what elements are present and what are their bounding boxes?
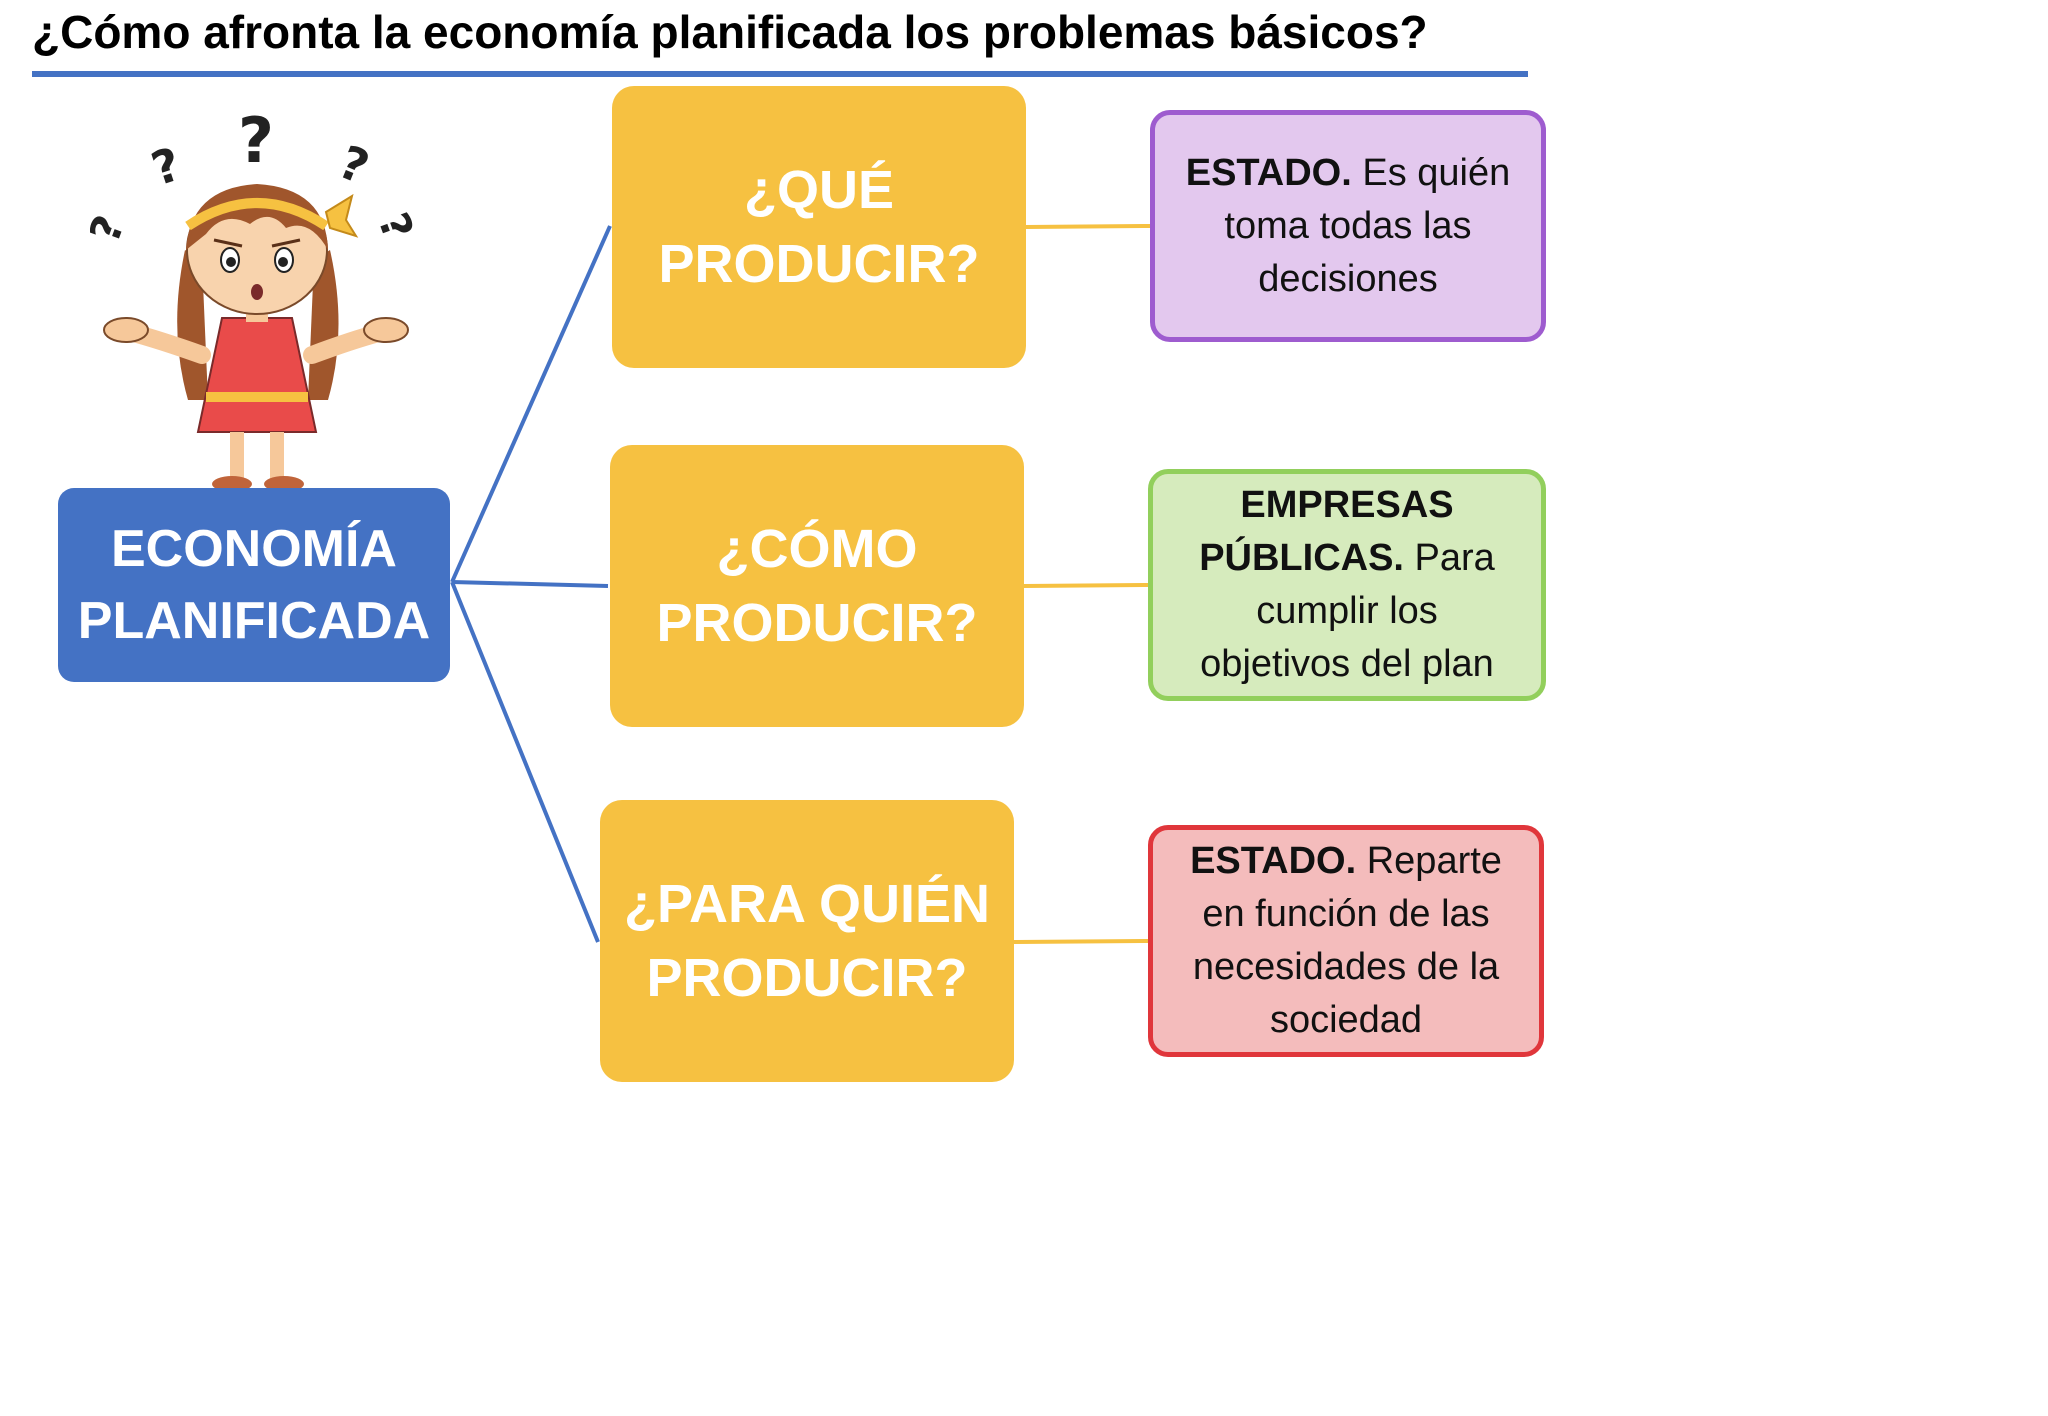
question-for-whom-line2: PRODUCIR? (646, 948, 968, 1008)
connector-lines (450, 224, 1151, 944)
question-for-whom-box: ¿PARA QUIÉN PRODUCIR? (600, 800, 1014, 1082)
answer3-line1: ESTADO. Reparte (1190, 835, 1502, 888)
question-for-whom-line1: ¿PARA QUIÉN (623, 874, 990, 934)
connector-q3-to-a3 (1013, 939, 1149, 944)
answer2-line2: PÚBLICAS. Para (1199, 532, 1495, 585)
question-what-line2: PRODUCIR? (658, 234, 980, 294)
answer1-line2: toma todas las (1224, 204, 1472, 247)
answer2-line2-rest: Para (1403, 537, 1495, 579)
answer3-line4: sociedad (1269, 999, 1423, 1041)
answer1-line1: ESTADO. Es quién (1186, 147, 1511, 200)
connector-main-to-q2 (451, 580, 609, 588)
question-how-line1: ¿CÓMO (716, 519, 918, 579)
confused-girl-icon: ? ? ? ? ? (90, 104, 420, 492)
connector-main-to-q1 (450, 225, 612, 583)
answer-state-distributes-box: ESTADO. Reparte en función de las necesi… (1148, 825, 1544, 1057)
svg-text:?: ? (332, 135, 377, 195)
answer3-line3: necesidades de la (1192, 946, 1500, 988)
planned-economy-box: ECONOMÍA PLANIFICADA (58, 488, 450, 682)
answer2-line4: objetivos del plan (1200, 643, 1494, 685)
answer2-line3: cumplir los (1256, 590, 1438, 632)
answer2-line1: EMPRESAS (1199, 479, 1495, 532)
question-what-line1: ¿QUÉ (743, 160, 894, 220)
main-box-line2: PLANIFICADA (77, 592, 431, 650)
answer1-line3: decisiones (1258, 257, 1438, 300)
main-box-line1: ECONOMÍA (110, 520, 397, 578)
title-underline (32, 71, 1528, 77)
question-what-box: ¿QUÉ PRODUCIR? (612, 86, 1026, 368)
answer2-bold-label2: PÚBLICAS. (1199, 537, 1404, 579)
question-how-line2: PRODUCIR? (656, 593, 978, 653)
answer1-line1-rest: Es quién (1351, 151, 1511, 194)
answer1-bold-label: ESTADO. (1185, 151, 1352, 194)
answer-public-companies-box: EMPRESAS PÚBLICAS. Para cumplir los obje… (1148, 469, 1546, 701)
svg-text:?: ? (238, 104, 274, 177)
page-title: ¿Cómo afronta la economía planificada lo… (32, 6, 1428, 58)
question-how-box: ¿CÓMO PRODUCIR? (610, 445, 1024, 727)
connector-q2-to-a2 (1023, 583, 1149, 588)
svg-text:?: ? (145, 137, 187, 197)
svg-text:?: ? (369, 206, 420, 246)
connector-q1-to-a1 (1025, 224, 1151, 229)
answer2-bold-label1: EMPRESAS (1240, 484, 1454, 526)
answer-state-decides-box: ESTADO. Es quién toma todas las decision… (1150, 110, 1546, 342)
answer3-line1-rest: Reparte (1356, 840, 1502, 882)
svg-text:?: ? (90, 209, 134, 249)
answer3-line2: en función de las (1202, 893, 1490, 935)
connector-main-to-q3 (450, 581, 600, 943)
answer3-bold-label: ESTADO. (1190, 840, 1357, 882)
